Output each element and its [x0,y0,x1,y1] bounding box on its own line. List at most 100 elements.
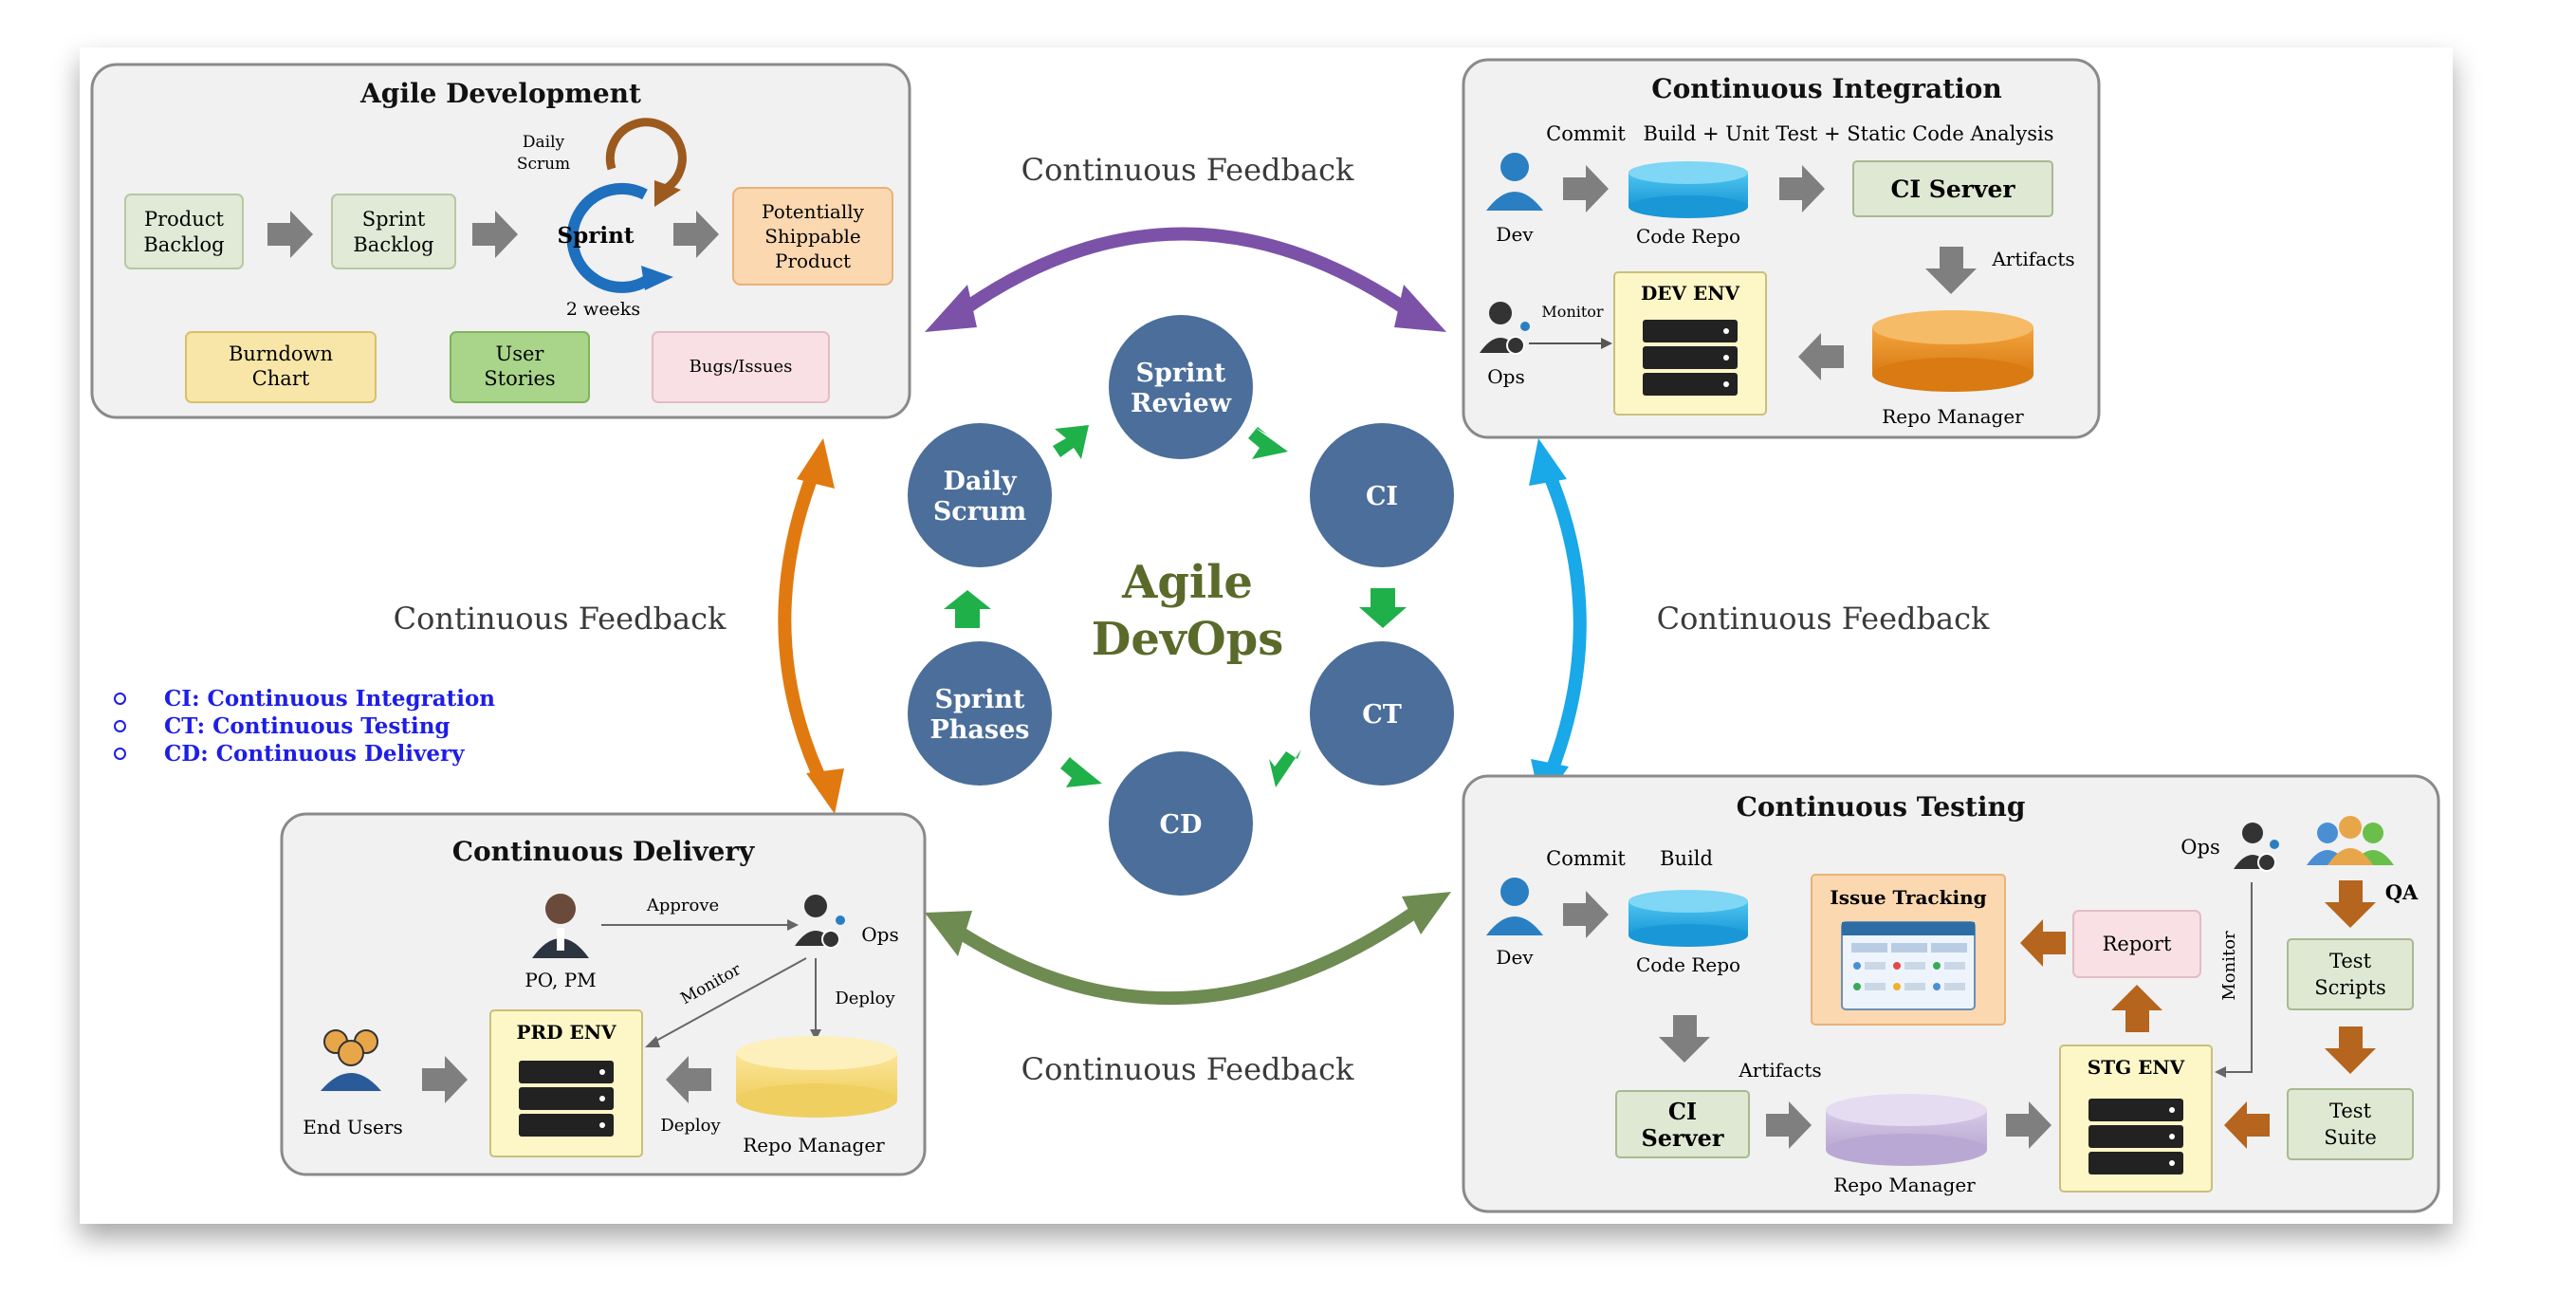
panel-continuous-integration: Continuous Integration Commit Build + Un… [1462,58,2101,439]
po-pm-person-icon [532,894,589,958]
burndown-chart-box [185,331,377,403]
dev-label: Dev [1496,946,1534,969]
code-repo-cylinder-icon [1628,161,1748,218]
daily-scrum-label-1: Daily [523,133,565,152]
abbreviation-legend: CI: Continuous Integration CT: Continuou… [114,685,495,767]
legend-item: CT: Continuous Testing [114,712,495,740]
ops-label: Ops [1487,365,1524,388]
cycle-node-label: Scrum [933,497,1026,527]
gray-arrow [1563,165,1609,213]
cycle-node-circle [908,423,1052,567]
ops-person-icon [1480,302,1530,355]
cycle-arrow [1359,588,1407,628]
repo-manager-label: Repo Manager [1882,405,2024,428]
server-icon [1643,320,1738,396]
cycle-arrow [1269,749,1301,787]
monitor-label: Monitor [2219,931,2239,1001]
gray-arrow [267,211,313,258]
shippable-label-2: Shippable [764,225,861,248]
gray-arrow-down [1659,1015,1710,1063]
dev-person-icon [1486,153,1543,211]
qa-group-icon [2307,816,2394,865]
feedback-label-bottom: Continuous Feedback [1021,1051,1354,1087]
build-label: Build [1660,847,1713,870]
burndown-label-2: Chart [252,367,310,390]
commit-label: Commit [1546,847,1626,870]
cycle-node-label: CT [1362,700,1402,730]
panel-agile-development: Agile Development Product Backlog Sprint… [90,63,911,419]
test-scripts-box [2287,938,2414,1010]
ops-label: Ops [2180,836,2219,859]
cycle-node-ci: CI [1310,423,1454,567]
cycle-node-label: Phases [929,715,1029,745]
shippable-label-1: Potentially [762,200,865,223]
gray-arrow [472,211,518,258]
cycle-node-label: CI [1366,482,1398,511]
gray-arrow [422,1056,468,1103]
cycle-node-label: Review [1131,389,1232,418]
ci-server-label: CI Server [1890,176,2015,203]
sprint-backlog-label-2: Backlog [353,233,433,256]
gray-arrow [1779,165,1825,213]
repo-manager-label: Repo Manager [743,1134,885,1156]
code-repo-cylinder-icon [1628,890,1748,947]
bullet-icon [114,720,126,732]
panel-title: Agile Development [359,78,641,109]
server-icon [519,1061,614,1137]
sprint-loop-icon [566,182,661,293]
cycle-node-ct: CT [1310,641,1454,786]
issue-board-icon [1841,921,1976,1010]
feedback-arc-top [944,227,1427,326]
dev-person-icon [1486,878,1543,935]
feedback-label-top: Continuous Feedback [1021,152,1354,188]
cycle-node-label: CD [1160,810,1203,840]
ops-person-icon [2234,823,2279,872]
feedback-arcs [778,227,1587,1006]
cycle-node-circle [1109,315,1253,459]
bullet-icon [114,693,126,705]
gray-arrow [2006,1101,2052,1149]
panel-continuous-delivery: Continuous Delivery PO, PM Approve Ops M… [280,812,927,1176]
gray-arrow [1766,1101,1812,1149]
user-stories-box [450,331,590,403]
feedback-arc-left [778,464,832,793]
commit-label: Commit [1546,122,1626,145]
brown-arrow-down [2325,1026,2376,1074]
panel-continuous-testing: Continuous Testing Commit Build Dev Code… [1462,774,2440,1213]
devops-cycle: SprintReviewCICTCDSprintPhasesDailyScrum… [908,315,1454,896]
prd-env-label: PRD ENV [516,1021,616,1044]
sprint-label: Sprint [558,223,635,249]
daily-scrum-loop-icon [605,118,687,194]
brown-arrow-down [2325,880,2376,928]
feedback-label-right: Continuous Feedback [1657,601,1990,637]
report-label: Report [2103,933,2172,955]
test-suite-label-2: Suite [2324,1126,2377,1149]
cycle-node-label: Sprint [935,685,1025,714]
test-scripts-label-1: Test [2329,950,2372,972]
server-icon [2088,1099,2183,1174]
gray-arrow-left [1798,333,1844,380]
legend-item-label: CD: Continuous Delivery [164,741,465,767]
cycle-node-circle [1310,641,1454,786]
cycle-node-label: Sprint [1136,359,1226,388]
repo-manager-cylinder-icon [1826,1094,1987,1166]
cycle-node-cd: CD [1109,751,1253,896]
gray-arrow-left [666,1056,711,1103]
cycle-arrow [1053,425,1089,459]
artifacts-label: Artifacts [1991,248,2074,270]
legend-item-label: CI: Continuous Integration [164,686,496,712]
ops-label: Ops [861,923,898,946]
deploy-label-1: Deploy [835,989,895,1008]
legend-item: CD: Continuous Delivery [114,740,495,767]
sprint-backlog-label-1: Sprint [362,208,426,231]
end-users-group-icon [321,1029,381,1091]
ci-server-label-2: Server [1641,1124,1723,1152]
deploy-label-2: Deploy [660,1116,721,1136]
dev-label: Dev [1496,223,1534,246]
build-label: Build + Unit Test + Static Code Analysis [1643,122,2053,145]
cycle-arrow [1248,427,1288,459]
sprint-backlog-box [331,194,456,269]
